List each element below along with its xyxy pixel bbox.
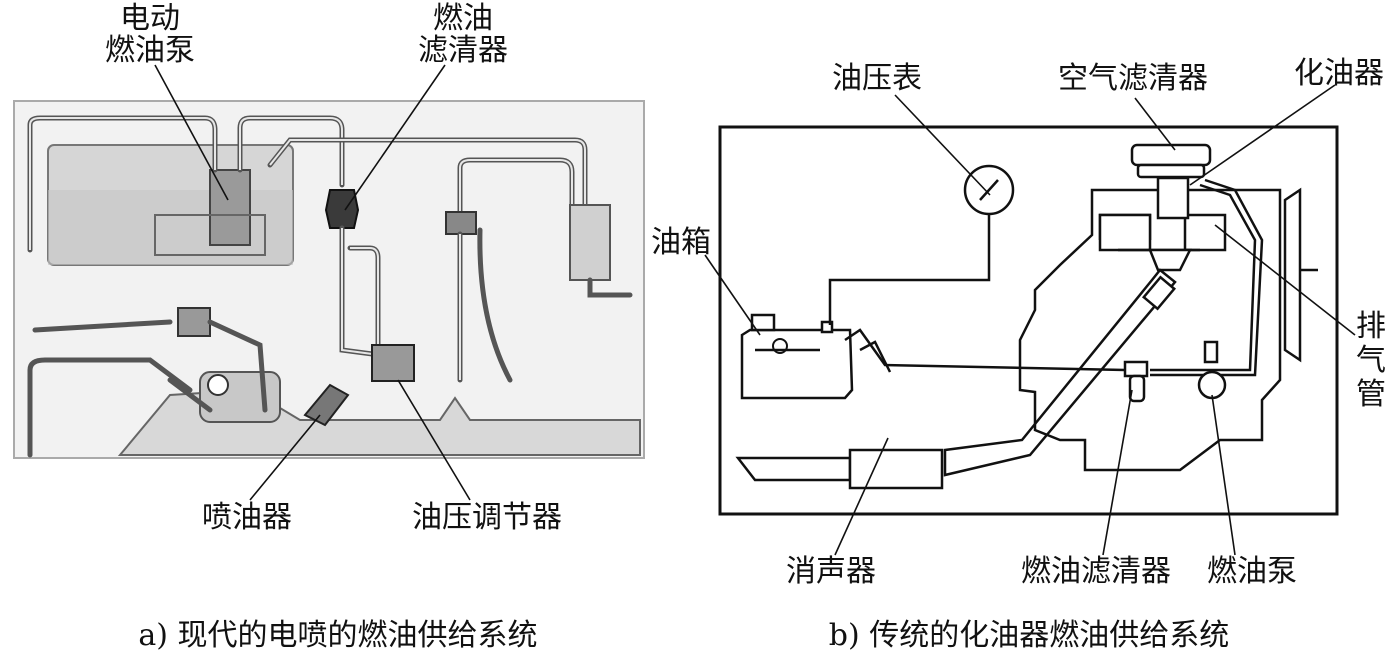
label-fuel-filter-b: 燃油滤清器 bbox=[1021, 554, 1171, 589]
carb-muffler bbox=[848, 448, 944, 490]
efi-canister bbox=[569, 204, 611, 281]
caption-panel-a: a) 现代的电喷的燃油供给系统 bbox=[138, 618, 537, 653]
label-muffler: 消声器 bbox=[786, 554, 876, 589]
carb-exhaust-pipe bbox=[943, 268, 1177, 477]
efi-pressure-regulator bbox=[371, 344, 415, 382]
label-air-filter: 空气滤清器 bbox=[1058, 61, 1208, 96]
label-exhaust-pipe-2: 气 bbox=[1356, 343, 1386, 378]
carb-fuel-tank bbox=[740, 328, 854, 400]
label-exhaust-pipe-1: 排 bbox=[1356, 309, 1386, 344]
carb-carburetor bbox=[1156, 176, 1190, 220]
carb-fan bbox=[1283, 187, 1302, 363]
carb-engine-block bbox=[1018, 188, 1282, 472]
carb-air-filter bbox=[1130, 143, 1212, 167]
label-carburetor: 化油器 bbox=[1294, 56, 1384, 91]
carb-fuel-filter bbox=[1123, 360, 1149, 378]
carb-fuel-pump bbox=[1203, 340, 1219, 364]
label-electric-pump-line1: 电动 bbox=[120, 1, 180, 36]
label-injector: 喷油器 bbox=[202, 500, 292, 535]
panel-a-illustration bbox=[13, 100, 645, 459]
label-oil-pressure-gauge: 油压表 bbox=[832, 61, 922, 96]
caption-panel-b: b) 传统的化油器燃油供给系统 bbox=[829, 618, 1229, 653]
label-fuel-pump-b: 燃油泵 bbox=[1207, 554, 1297, 589]
label-fuel-filter-a-line2: 滤清器 bbox=[418, 33, 508, 68]
label-fuel-filter-a-line1: 燃油 bbox=[433, 1, 493, 36]
label-exhaust-pipe-3: 管 bbox=[1356, 377, 1386, 412]
label-electric-pump-line2: 燃油泵 bbox=[105, 33, 195, 68]
efi-electric-pump bbox=[209, 169, 251, 246]
efi-fuel-filter bbox=[324, 189, 360, 229]
efi-injector bbox=[303, 383, 350, 427]
label-fuel-tank: 油箱 bbox=[651, 225, 711, 260]
label-pressure-regulator: 油压调节器 bbox=[412, 500, 562, 535]
